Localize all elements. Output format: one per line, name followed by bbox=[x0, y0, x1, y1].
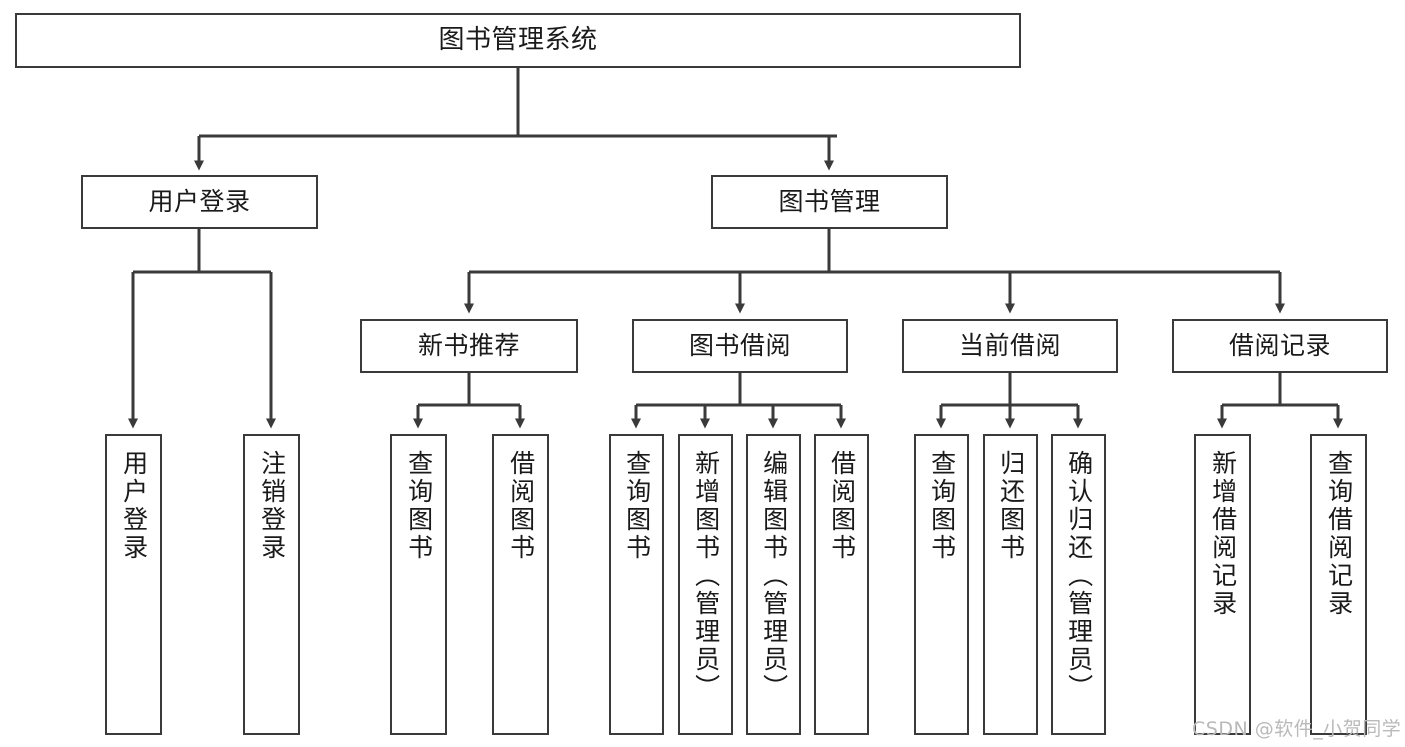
node-label: 图书管理系统 bbox=[438, 25, 598, 56]
node-book-management-system[interactable]: 图书管理系统 bbox=[15, 13, 1021, 68]
node-label: 借阅记录 bbox=[1228, 331, 1331, 361]
node-label: 注销登录 bbox=[257, 450, 287, 562]
node-label: 图书借阅 bbox=[688, 331, 791, 361]
node-label: 归还图书 bbox=[996, 450, 1026, 562]
leaf-confirm-return[interactable]: 确认归还（管理员） bbox=[1051, 434, 1106, 735]
leaf-query-book-recommend[interactable]: 查询图书 bbox=[390, 434, 447, 735]
leaf-user-login[interactable]: 用户登录 bbox=[105, 434, 162, 735]
node-label: 借阅图书 bbox=[827, 450, 857, 562]
leaf-query-book-current[interactable]: 查询图书 bbox=[914, 434, 969, 735]
node-label: 新增借阅记录 bbox=[1208, 450, 1238, 618]
leaf-add-borrow-record[interactable]: 新增借阅记录 bbox=[1194, 434, 1251, 735]
node-label: 用户登录 bbox=[119, 450, 149, 562]
node-label: 查询图书 bbox=[404, 450, 434, 562]
node-label: 查询借阅记录 bbox=[1324, 450, 1354, 618]
node-label: 新书推荐 bbox=[417, 331, 520, 361]
node-label: 当前借阅 bbox=[958, 331, 1061, 361]
node-current-borrow[interactable]: 当前借阅 bbox=[902, 319, 1118, 373]
node-book-management[interactable]: 图书管理 bbox=[711, 175, 948, 229]
csdn-watermark: CSDN @软件_小贺同学 bbox=[1192, 718, 1402, 740]
leaf-query-book-borrow[interactable]: 查询图书 bbox=[609, 434, 664, 735]
leaf-query-borrow-record[interactable]: 查询借阅记录 bbox=[1310, 434, 1367, 735]
leaf-add-book[interactable]: 新增图书（管理员） bbox=[678, 434, 733, 735]
leaf-return-book[interactable]: 归还图书 bbox=[983, 434, 1038, 735]
node-label: 借阅图书 bbox=[506, 450, 536, 562]
node-label: 图书管理 bbox=[778, 187, 881, 217]
node-label: 编辑图书（管理员） bbox=[759, 450, 789, 702]
node-label: 查询图书 bbox=[622, 450, 652, 562]
leaf-logout[interactable]: 注销登录 bbox=[243, 434, 300, 735]
node-new-book-recommend[interactable]: 新书推荐 bbox=[360, 319, 578, 373]
leaf-borrow-book[interactable]: 借阅图书 bbox=[814, 434, 869, 735]
node-book-borrow[interactable]: 图书借阅 bbox=[632, 319, 848, 373]
node-label: 查询图书 bbox=[927, 450, 957, 562]
node-user-login[interactable]: 用户登录 bbox=[81, 175, 318, 229]
node-borrow-record[interactable]: 借阅记录 bbox=[1172, 319, 1388, 373]
leaf-borrow-book-recommend[interactable]: 借阅图书 bbox=[492, 434, 549, 735]
node-label: 新增图书（管理员） bbox=[691, 450, 721, 702]
leaf-edit-book[interactable]: 编辑图书（管理员） bbox=[746, 434, 801, 735]
node-label: 用户登录 bbox=[148, 187, 251, 217]
node-label: 确认归还（管理员） bbox=[1064, 450, 1094, 702]
